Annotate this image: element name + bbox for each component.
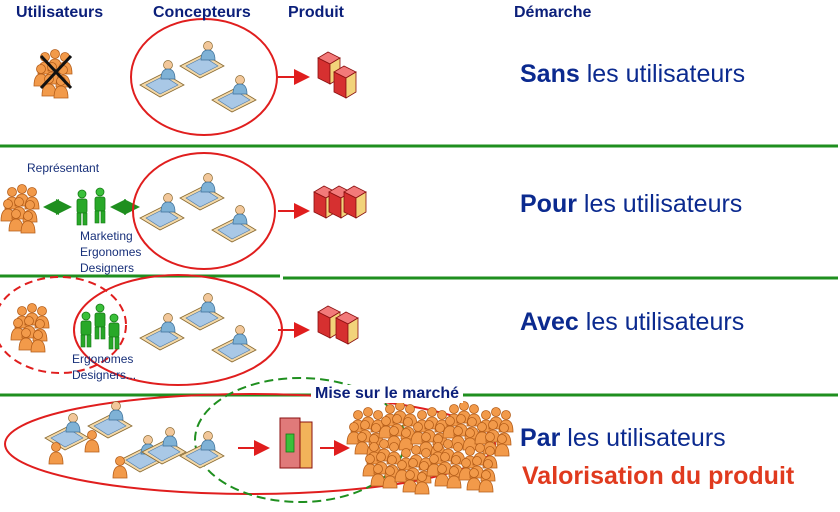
approach-keyword: Par — [520, 424, 561, 452]
row3-representatives — [80, 303, 120, 350]
approach-row-3: Avec les utilisateurs — [520, 308, 744, 337]
approach-rest: les utilisateurs — [579, 60, 746, 88]
row1-designers — [139, 41, 257, 113]
row4-product — [279, 417, 313, 469]
approach-rest: les utilisateurs — [560, 424, 726, 452]
row2-users — [1, 185, 39, 234]
approach-rest: les utilisateurs — [578, 308, 745, 336]
row3-product — [317, 305, 359, 345]
row4-codesign-group — [44, 401, 225, 479]
approach-row-2: Pour les utilisateurs — [520, 190, 742, 219]
approach-row-1: Sans les utilisateurs — [520, 60, 745, 89]
row2-product — [313, 185, 367, 219]
row2-designers-ellipse — [132, 152, 276, 270]
row3-role-ergonomes: Ergonomes — [72, 352, 134, 366]
header-designers: Concepteurs — [153, 4, 251, 21]
header-users: Utilisateurs — [16, 4, 104, 21]
row3-users — [11, 304, 49, 353]
role-label-marketing: Marketing — [80, 229, 133, 243]
header-approach: Démarche — [514, 4, 592, 21]
row1-designers-ellipse — [130, 18, 278, 136]
approach-row-4: Par les utilisateurs — [520, 424, 726, 453]
role-label-ergonomes: Ergonomes — [80, 245, 142, 259]
approach-keyword: Sans — [520, 60, 580, 88]
row1-users-crossed — [34, 50, 73, 99]
row1-product — [317, 51, 357, 99]
representative-label: Représentant — [27, 161, 100, 175]
row3-role-designers: Designers... — [72, 368, 137, 382]
row3-designers — [139, 293, 257, 363]
market-label: Mise sur le marché — [311, 385, 464, 403]
row3-users-dashed-ellipse — [0, 276, 127, 374]
header-product: Produit — [288, 4, 344, 21]
row2-designers — [139, 173, 257, 243]
role-label-designers: Designers — [80, 261, 135, 275]
value-label: Valorisation du produit — [522, 462, 795, 490]
approach-keyword: Pour — [520, 190, 577, 218]
row2-representatives — [76, 187, 106, 226]
row4-crowd — [347, 402, 513, 495]
approach-rest: les utilisateurs — [576, 190, 743, 218]
approach-keyword: Avec — [520, 308, 579, 336]
